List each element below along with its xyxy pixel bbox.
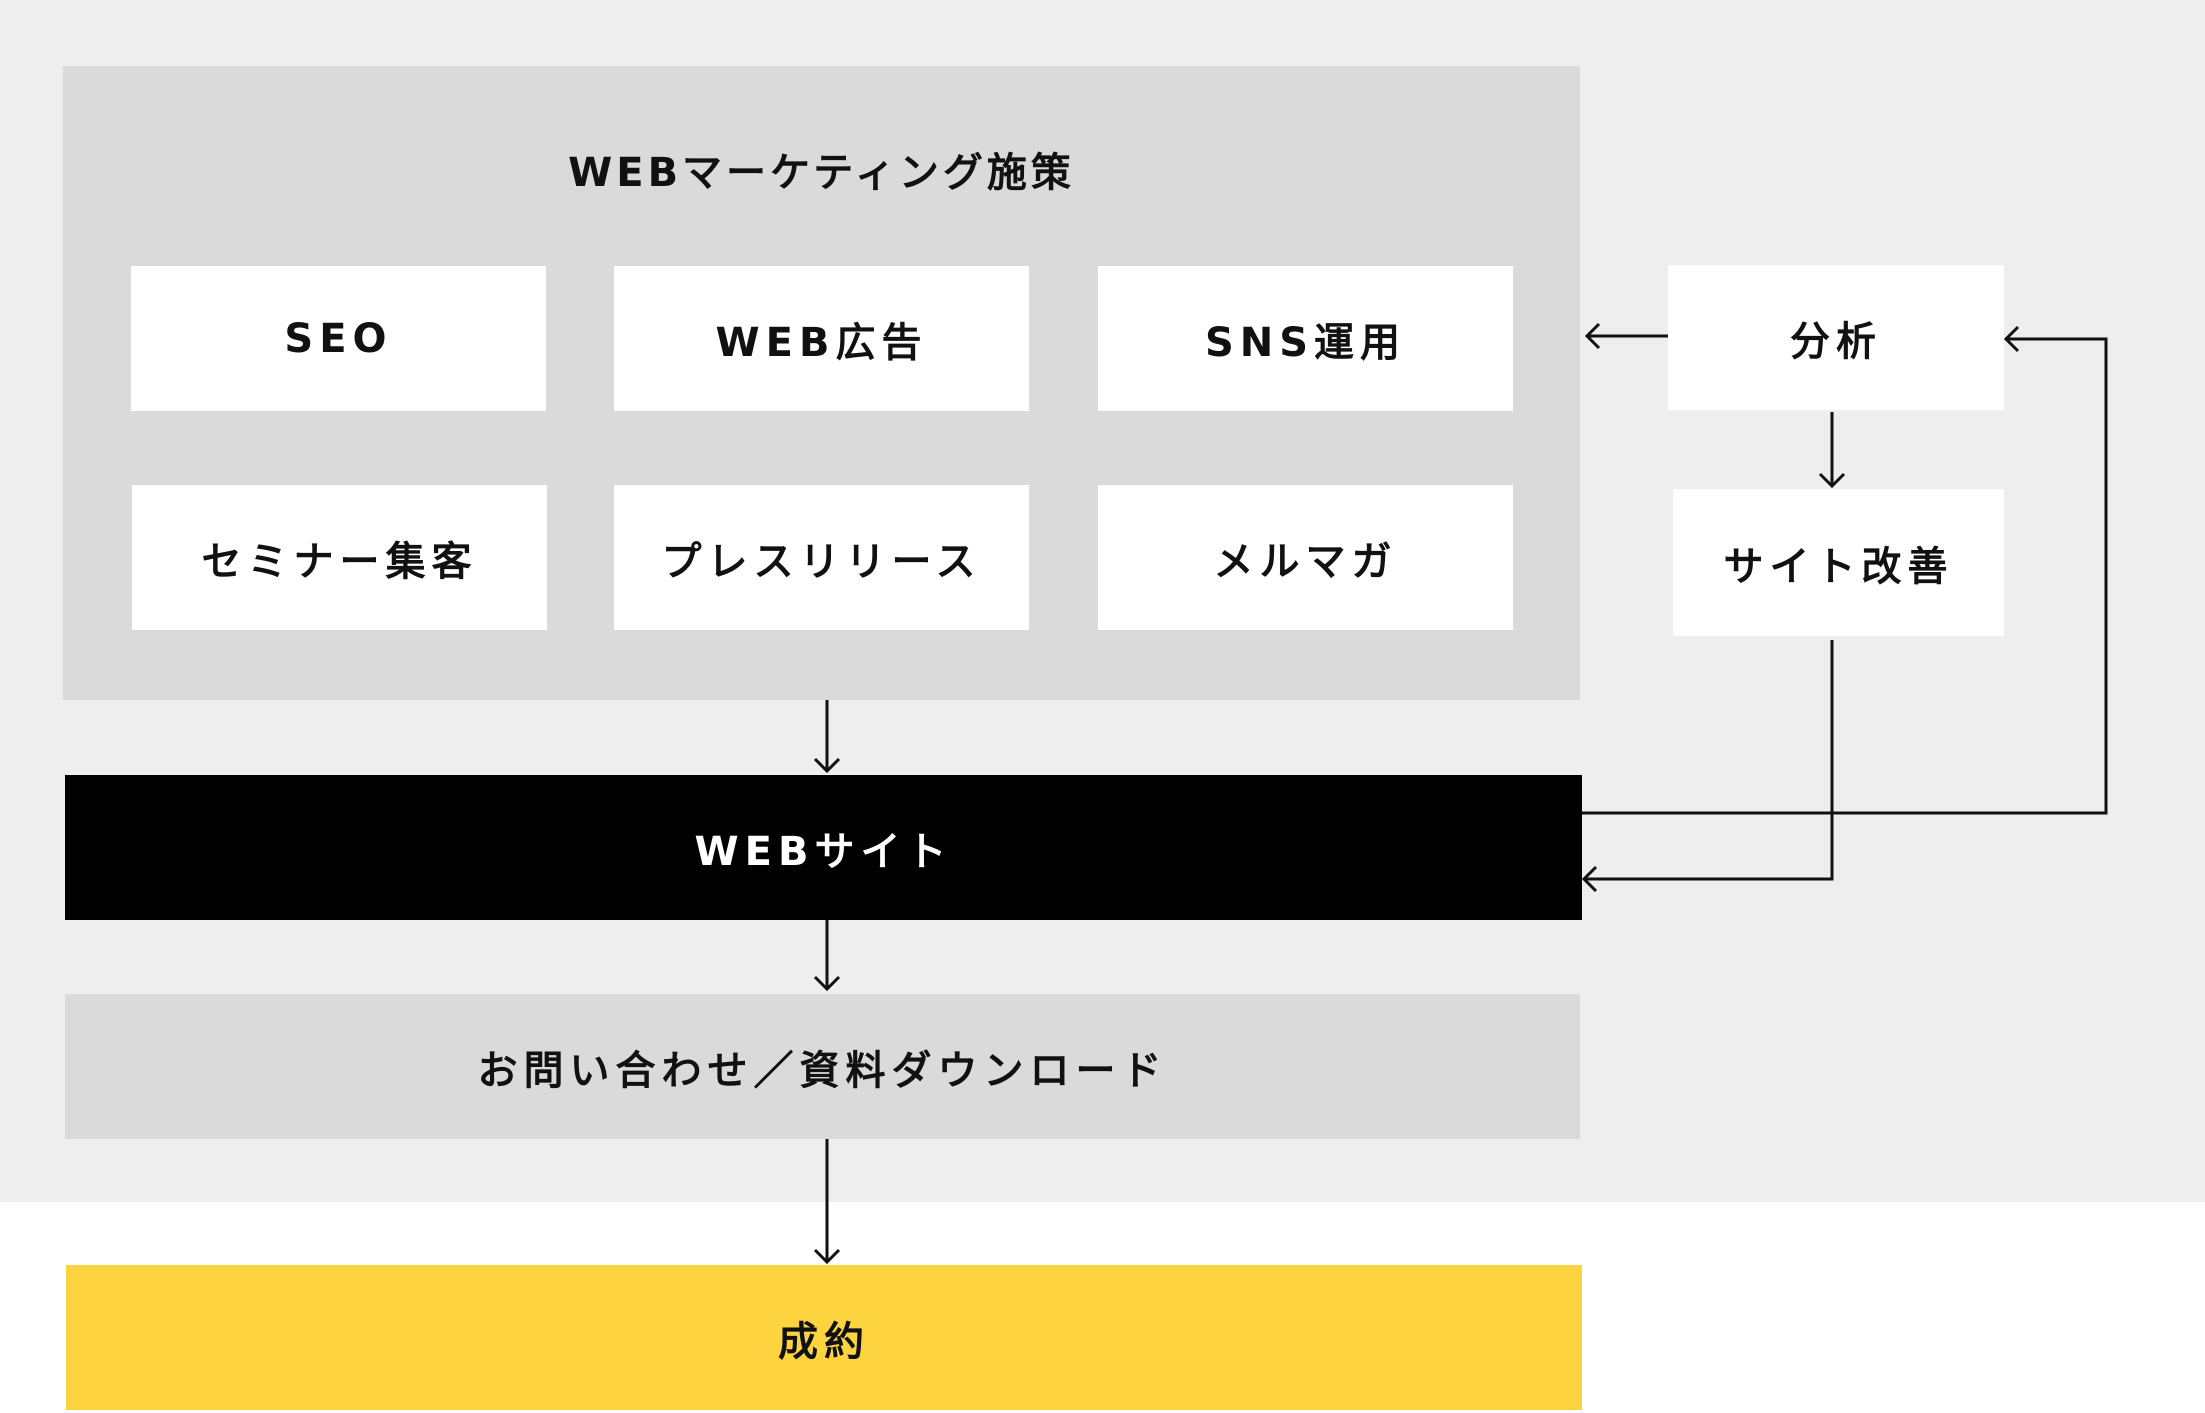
arrow-improvement-to-website [1581,640,1834,893]
arrow-group-to-website [813,700,841,774]
node-web-ads: WEB広告 [614,266,1029,411]
node-press-release: プレスリリース [614,485,1029,630]
arrow-inquiry-to-contract [813,1139,841,1265]
group-title: WEBマーケティング施策 [568,150,1075,196]
arrow-analysis-to-improvement [1818,412,1846,489]
node-sns: SNS運用 [1098,266,1513,411]
node-inquiry-download: お問い合わせ／資料ダウンロード [65,994,1580,1139]
arrow-website-to-inquiry [813,920,841,992]
node-analysis: 分析 [1668,265,2004,410]
node-newsletter: メルマガ [1098,485,1513,630]
node-site-improvement: サイト改善 [1673,489,2004,636]
arrow-website-to-analysis [1582,325,2108,815]
node-seo: SEO [131,266,546,411]
node-seminar: セミナー集客 [132,485,547,630]
node-contract: 成約 [66,1265,1582,1410]
node-website: WEBサイト [65,775,1582,920]
arrow-analysis-to-group [1584,322,1668,350]
